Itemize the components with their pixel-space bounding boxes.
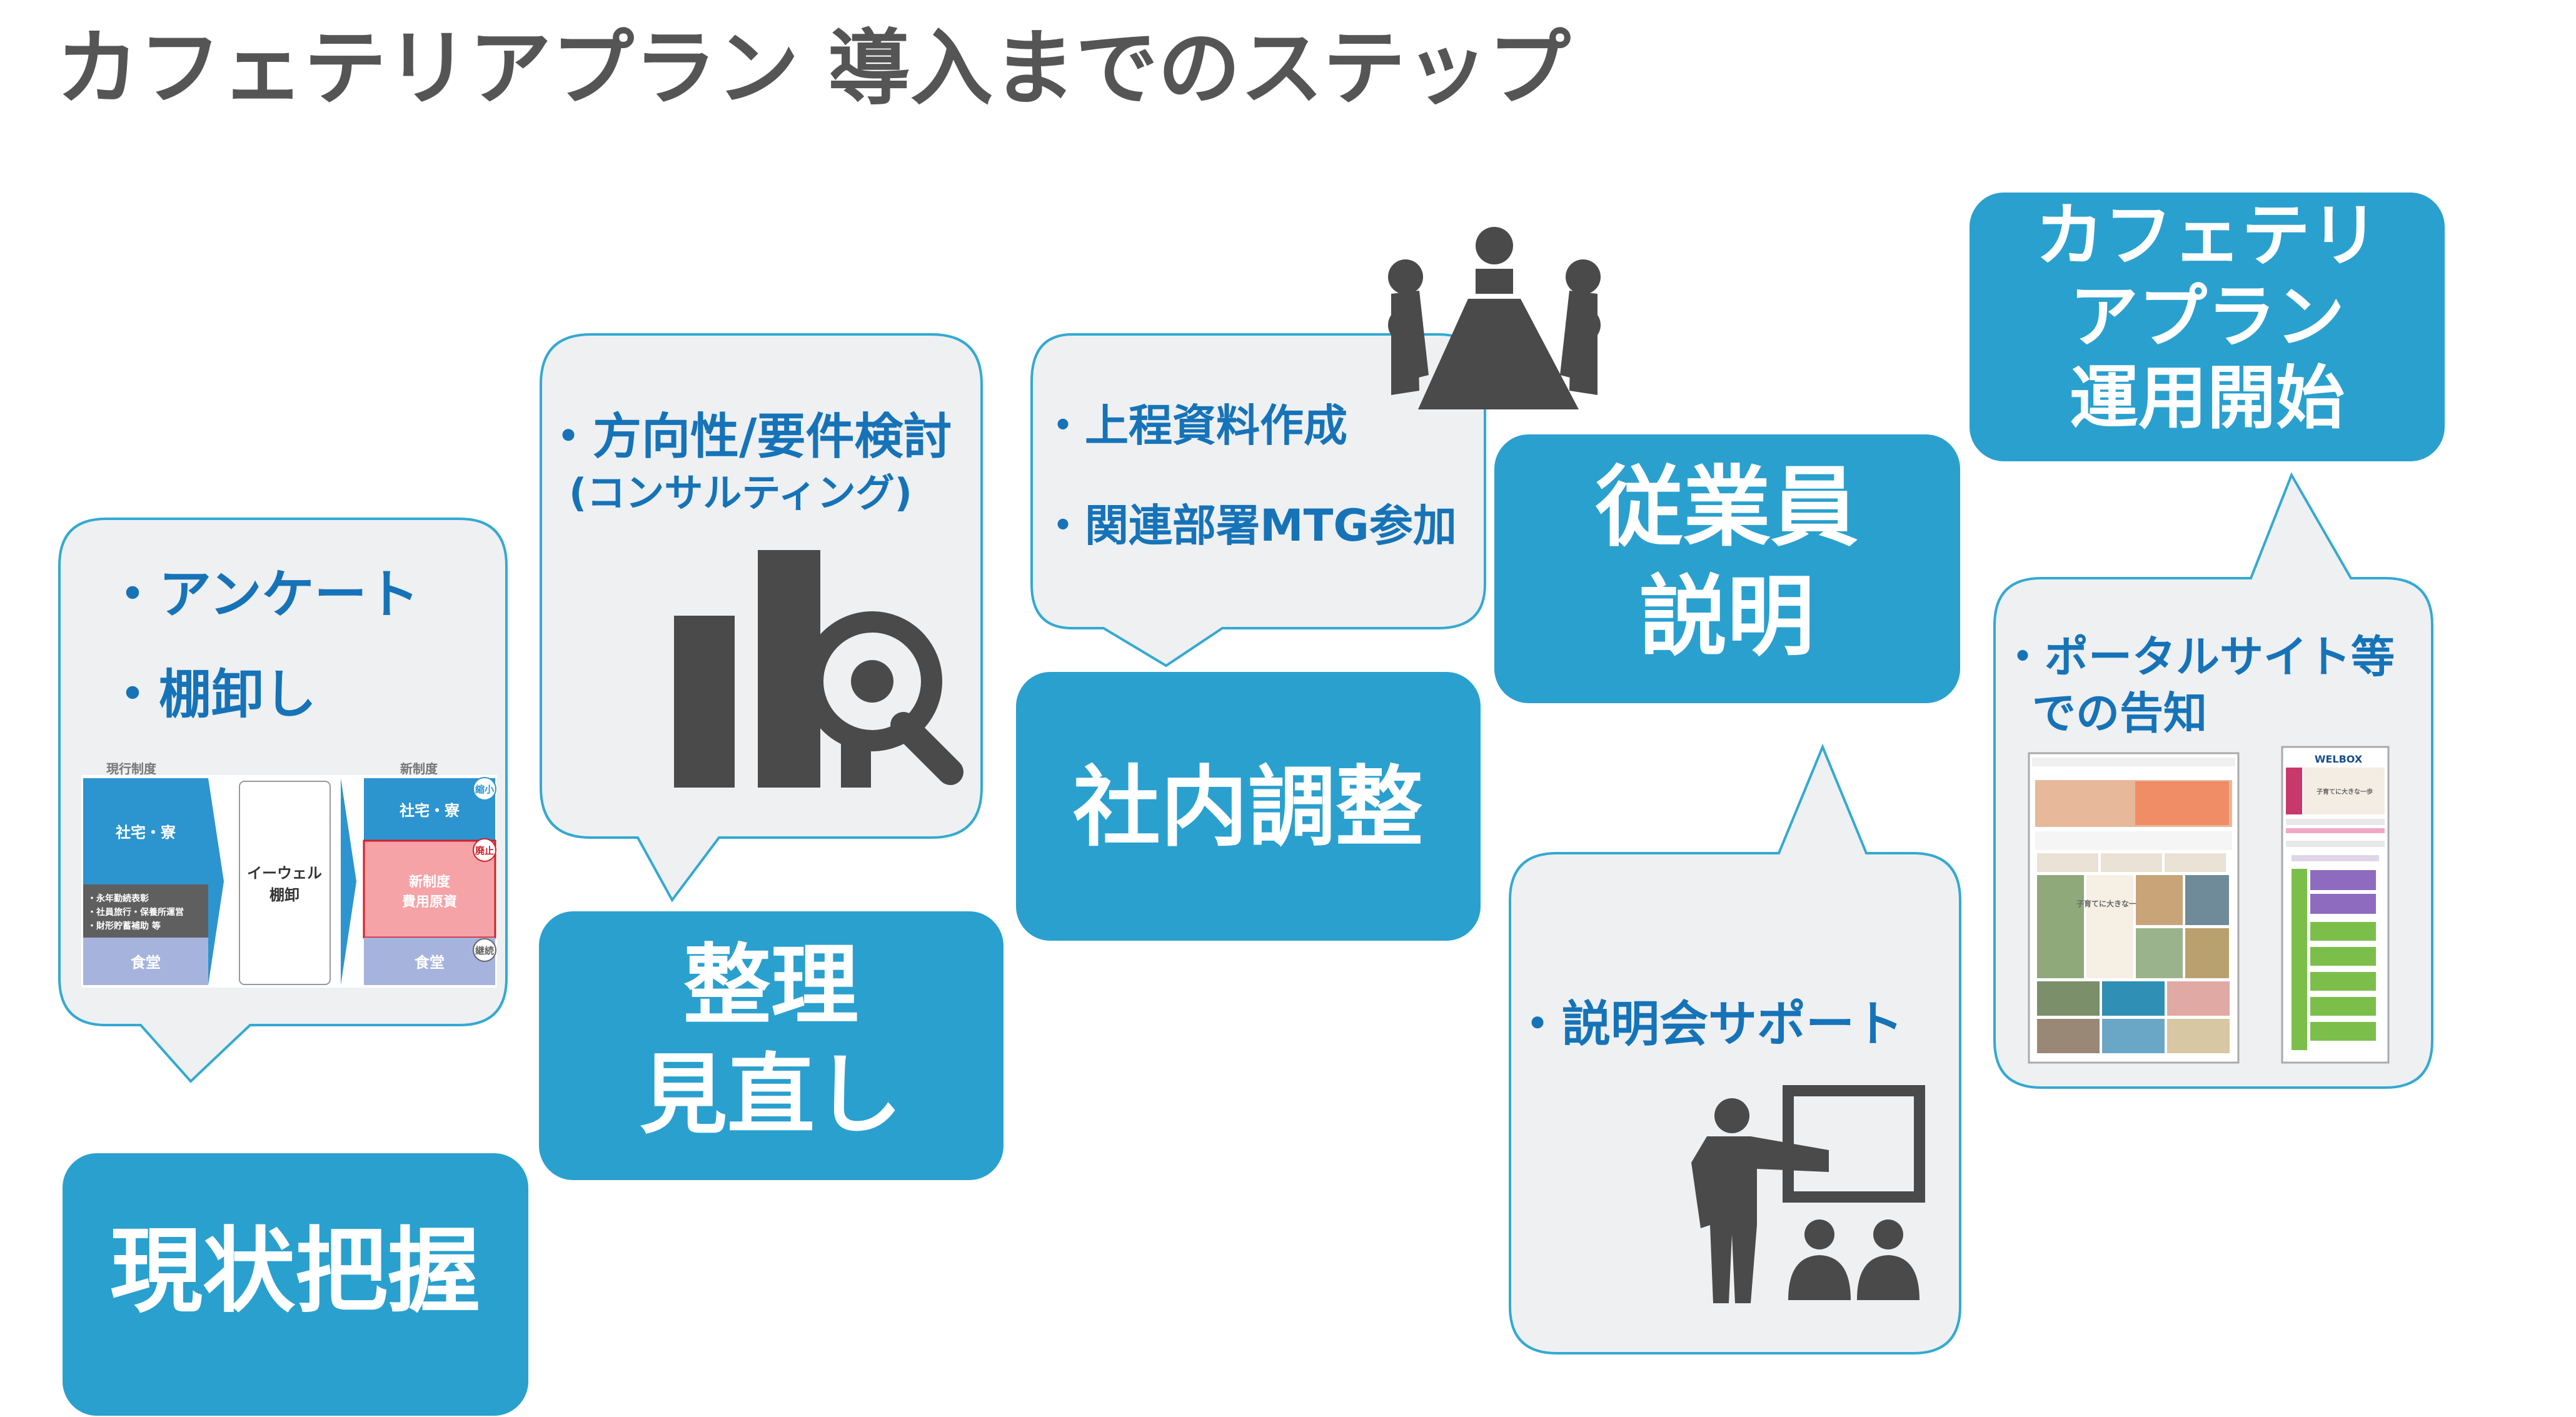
tag-shrink: 縮小	[475, 784, 494, 795]
portal-bubble: ・ポータルサイト等 での告知 子育てに大きな一歩	[1993, 472, 2433, 1089]
step-2-review: 整理 見直し	[539, 911, 1004, 1180]
step-4-label-2: 説明	[1639, 566, 1814, 668]
diagram-left-top-label: 現行制度	[106, 761, 157, 776]
diagram-cafeteria-right: 食堂	[415, 954, 445, 971]
portal-desktop-screenshot: 子育てに大きな一歩	[2028, 752, 2240, 1064]
diagram-list-1: ・永年勤続表彰	[88, 893, 149, 904]
mobile-caption: 子育てに大きな一歩	[2317, 788, 2373, 796]
step-3-coordination: 社内調整	[1016, 672, 1481, 941]
presentation-icon	[1691, 1085, 1925, 1303]
step-1-current-state: 現状把握	[63, 1153, 528, 1416]
survey-bullet-1: ・アンケート	[106, 564, 420, 625]
briefing-bubble: ・説明会サポート	[1509, 743, 1961, 1354]
step-2-label-1: 整理	[683, 935, 858, 1037]
diagram-center-2: 棚卸	[269, 886, 299, 904]
briefing-bullet-1: ・説明会サポート	[1513, 996, 1903, 1053]
portal-mobile-screenshot: WELBOX 子育てに大きな一歩	[2281, 746, 2390, 1064]
tag-abolish: 廃止	[475, 845, 494, 856]
desktop-caption: 子育てに大きな一歩	[2076, 899, 2144, 908]
coordination-bullet-2: ・関連部署MTG参加	[1041, 500, 1457, 551]
coordination-bullet-1: ・上程資料作成	[1041, 400, 1347, 451]
review-bullet-2: (コンサルティング)	[569, 470, 912, 516]
step-5-launch: カフェテリ アプラン 運用開始	[1970, 193, 2445, 461]
diagram-new-2: 費用原資	[402, 894, 457, 910]
page-title: カフェテリアプラン 導入までのステップ	[56, 21, 1571, 117]
review-bullet-1: ・方向性/要件検討	[544, 409, 952, 465]
step-2-label-2: 見直し	[640, 1044, 902, 1146]
step-5-label-1: カフェテリ	[2035, 196, 2379, 276]
coordination-bubble: ・上程資料作成 ・関連部署MTG参加	[1030, 333, 1486, 668]
meeting-icon	[1388, 227, 1601, 409]
inventory-diagram: 現行制度 新制度 社宅・寮 ・永年勤続表彰 ・社員旅行・保養所運営 ・財形貯蓄補…	[81, 761, 497, 988]
step-3-label: 社内調整	[1073, 757, 1423, 859]
diagram-list-2: ・社員旅行・保養所運営	[88, 907, 184, 918]
diagram-center-1: イーウェル	[247, 864, 322, 882]
step-1-label: 現状把握	[110, 1218, 480, 1325]
step-4-briefing: 従業員 説明	[1494, 434, 1960, 703]
diagram-shataku-left: 社宅・寮	[116, 824, 176, 841]
mobile-brand: WELBOX	[2315, 753, 2363, 765]
step-4-label-1: 従業員	[1595, 457, 1858, 559]
diagram-new-1: 新制度	[409, 874, 451, 890]
diagram-list-3: ・財形貯蓄補助 等	[88, 921, 161, 931]
portal-bullet-2: での告知	[2032, 688, 2207, 739]
tag-continue: 継続	[475, 945, 494, 956]
chart-search-icon	[674, 550, 963, 788]
diagram-shataku-right: 社宅・寮	[400, 802, 460, 819]
portal-bullet-1: ・ポータルサイト等	[2001, 631, 2395, 683]
review-bubble: ・方向性/要件検討 (コンサルティング)	[540, 333, 983, 903]
diagram-right-top-label: 新制度	[400, 761, 438, 776]
diagram-cafeteria-left: 食堂	[131, 954, 161, 971]
survey-bubble: ・アンケート ・棚卸し 現行制度 新制度 社宅・寮 ・永年勤続表彰 ・社員旅行・…	[58, 518, 508, 1083]
survey-bullet-2: ・棚卸し	[106, 664, 316, 725]
step-5-label-3: 運用開始	[2070, 358, 2345, 438]
step-5-label-2: アプラン	[2070, 277, 2345, 357]
